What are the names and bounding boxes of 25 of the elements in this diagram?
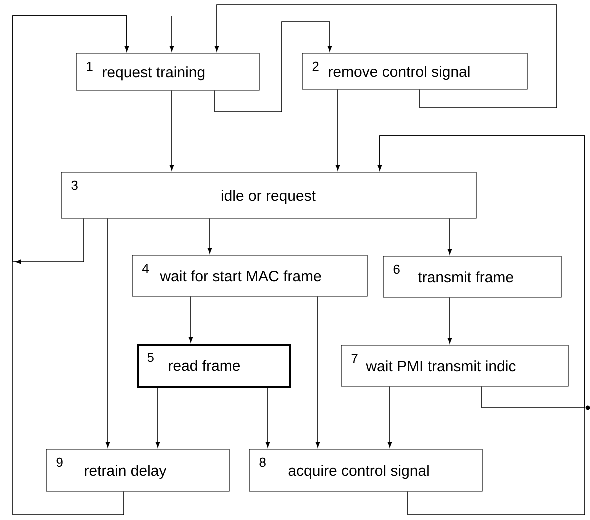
process-box: 2 remove control signal bbox=[302, 53, 528, 90]
arrow bbox=[378, 136, 586, 516]
arrow bbox=[388, 386, 392, 448]
process-box: 1 request training bbox=[76, 53, 260, 91]
process-box: 4 wait for start MAC frame bbox=[132, 255, 368, 297]
arrow bbox=[12, 16, 130, 264]
arrow bbox=[448, 297, 452, 344]
arrow bbox=[214, 4, 558, 108]
arrow bbox=[266, 388, 270, 448]
arrow bbox=[170, 90, 174, 171]
process-box: 7 wait PMI transmit indic bbox=[341, 345, 569, 387]
process-box: 3 idle or request bbox=[61, 172, 477, 219]
process-box: 5 read frame bbox=[137, 344, 292, 388]
arrow bbox=[214, 22, 332, 112]
process-box: 8 acquire control signal bbox=[249, 449, 483, 492]
arrow bbox=[336, 89, 340, 171]
arrow bbox=[316, 296, 320, 448]
arrow bbox=[106, 218, 110, 448]
process-box: 9 retrain delay bbox=[46, 449, 230, 492]
arrow bbox=[208, 218, 212, 254]
arrow bbox=[170, 16, 174, 52]
arrow bbox=[156, 388, 160, 448]
arrow bbox=[448, 218, 452, 255]
arrow bbox=[188, 296, 194, 343]
process-box: 6 transmit frame bbox=[383, 256, 562, 298]
